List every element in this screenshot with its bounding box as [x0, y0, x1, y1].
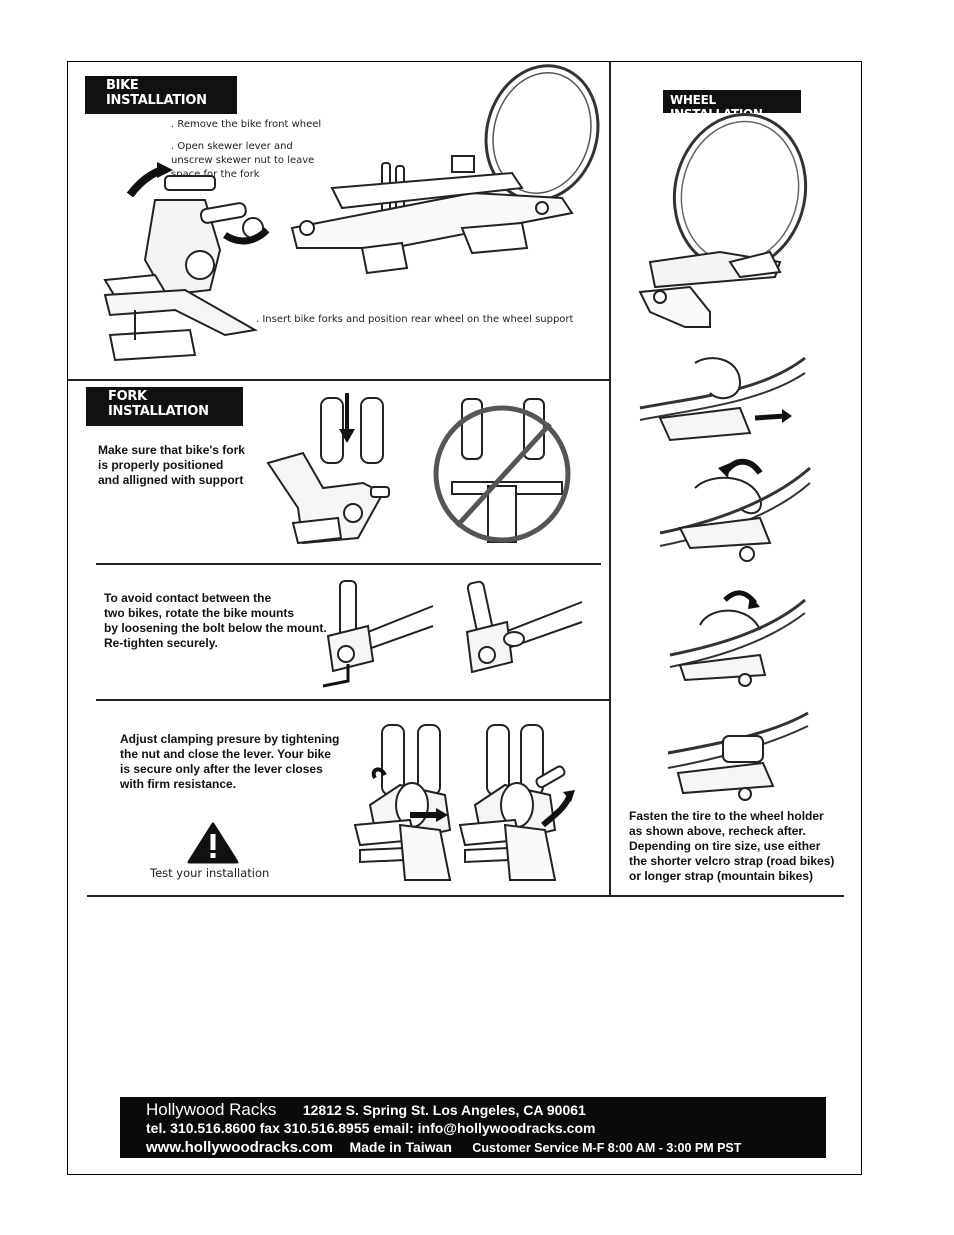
wheel-installation-title: WHEEL INSTALLATION	[670, 93, 763, 121]
test-installation-text: Test your installation	[150, 866, 270, 880]
fork-installation-title: FORK INSTALLATION	[108, 389, 209, 419]
wrong-fork-illustration	[433, 398, 571, 543]
section-divider-bottom	[87, 895, 844, 897]
clamp-lever-illustration-1	[353, 724, 452, 881]
rack-illustration	[290, 64, 600, 275]
fork-installation-header: FORK INSTALLATION	[86, 387, 243, 426]
section-divider-bike	[68, 379, 610, 381]
strap-step-2-illustration	[659, 458, 811, 562]
company-name: Hollywood Racks	[146, 1100, 277, 1119]
fork-position-text: Make sure that bike's fork is properly p…	[98, 443, 245, 487]
made-in: Made in Taiwan	[349, 1139, 452, 1155]
bike-step-insert-forks: . Insert bike forks and position rear wh…	[256, 314, 574, 325]
wheel-installation-header: WHEEL INSTALLATION	[663, 90, 801, 121]
strap-step-4-illustration	[667, 711, 809, 801]
page-frame	[67, 61, 862, 1175]
contact-info: tel. 310.516.8600 fax 310.516.8955 email…	[146, 1120, 596, 1136]
fork-drop-illustration	[266, 393, 390, 545]
section-divider-fork-1	[96, 563, 601, 565]
strap-step-1-illustration	[639, 356, 806, 442]
bike-installation-header: BIKE INSTALLATION	[85, 76, 237, 114]
rotate-mount-illustration-2	[465, 580, 583, 674]
bike-step-remove-wheel: . Remove the bike front wheel	[171, 119, 322, 130]
clamping-text: Adjust clamping presure by tightening th…	[120, 732, 340, 791]
rotate-mount-illustration-1	[322, 580, 434, 688]
fork-mount-illustration	[103, 162, 270, 362]
strap-step-3-illustration	[669, 590, 806, 687]
warning-icon	[187, 822, 239, 864]
bike-installation-title: BIKE INSTALLATION	[106, 78, 207, 108]
customer-service: Customer Service M-F 8:00 AM - 3:00 PM P…	[472, 1141, 742, 1155]
website-link[interactable]: www.hollywoodracks.com	[146, 1139, 333, 1156]
wheel-holder-illustration	[638, 113, 808, 328]
section-divider-fork-2	[96, 699, 609, 701]
rotate-mounts-text: To avoid contact between the two bikes, …	[104, 591, 327, 650]
wheel-fasten-text: Fasten the tire to the wheel holder as s…	[629, 809, 835, 883]
bike-step-open-skewer: . Open skewer lever and unscrew skewer n…	[171, 141, 315, 180]
company-address: 12812 S. Spring St. Los Angeles, CA 9006…	[302, 1102, 586, 1118]
clamp-lever-illustration-2	[458, 724, 575, 881]
column-divider	[609, 62, 611, 896]
contact-footer: Hollywood Racks 12812 S. Spring St. Los …	[120, 1097, 826, 1158]
